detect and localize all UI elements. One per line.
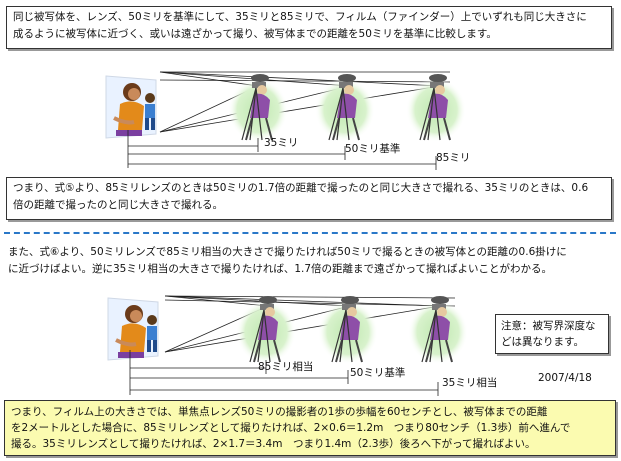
diagram-bottom: 85ミリ相当 50ミリ基準 35ミリ相当 — [106, 295, 497, 396]
label-50mm-base-2: 50ミリ基準 — [350, 366, 405, 379]
diagram-top: 35ミリ 50ミリ基準 85ミリ — [104, 71, 470, 170]
explanation-line-1: また、式⑥より、50ミリレンズで85ミリ相当の大きさで撮りたければ50ミリで撮る… — [8, 246, 567, 258]
note-line-2: どは異なります。 — [501, 336, 584, 348]
summary-text-box: つまり、フィルム上の大きさでは、単焦点レンズ50ミリの撮影者の1歩の歩幅を60セ… — [4, 400, 616, 456]
explanation-text: また、式⑥より、50ミリレンズで85ミリ相当の大きさで撮りたければ50ミリで撮る… — [8, 244, 614, 278]
intro-line-2: 成るように被写体に近づく、或いは遠ざかって撮り、被写体までの距離を50ミリを基準… — [13, 28, 497, 40]
subject-figure-icon — [104, 74, 158, 140]
label-50mm-base: 50ミリ基準 — [345, 142, 400, 155]
photographer-35eq-icon — [407, 295, 469, 365]
photographer-50base-icon — [317, 295, 379, 365]
distance-markers — [127, 130, 437, 170]
sight-lines-2 — [164, 295, 456, 353]
conclusion-line-1: つまり、式⑤より、85ミリレンズのときは50ミリの1.7倍の距離で撮ったのと同じ… — [13, 182, 589, 194]
photographer-85eq-icon — [235, 295, 297, 365]
label-85mm: 85ミリ — [436, 152, 470, 164]
photographer-85mm-icon — [405, 73, 467, 143]
label-85mm-equivalent: 85ミリ相当 — [258, 360, 313, 373]
note-box: 注意：被写界深度な どは異なります。 — [495, 314, 609, 354]
summary-line-3: 撮る。35ミリレンズとして撮りたければ、2×1.7＝3.4m つまり1.4m（2… — [11, 438, 536, 450]
explanation-line-2: に近づけばよい。逆に35ミリ相当の大きさで撮りたければ、1.7倍の距離まで遠ざか… — [8, 263, 553, 275]
summary-line-2: を2メートルとした場合に、85ミリレンズとして撮りたければ、2×0.6＝1.2m… — [11, 422, 571, 434]
sight-lines — [159, 71, 451, 133]
photographer-35mm-icon — [227, 73, 289, 143]
note-line-1: 注意：被写界深度な — [501, 320, 596, 332]
intro-text-box: 同じ被写体を、レンズ、50ミリを基準にして、35ミリと85ミリで、フィルム（ファ… — [6, 6, 612, 49]
distance-markers-2 — [129, 350, 439, 396]
conclusion-line-2: 倍の距離で撮ったのと同じ大きさで撮れる。 — [13, 199, 223, 211]
summary-line-1: つまり、フィルム上の大きさでは、単焦点レンズ50ミリの撮影者の1歩の歩幅を60セ… — [11, 406, 548, 418]
label-35mm-equivalent: 35ミリ相当 — [442, 376, 497, 389]
subject-figure-2-icon — [106, 296, 160, 362]
date-stamp: 2007/4/18 — [538, 372, 592, 384]
label-35mm: 35ミリ — [264, 137, 298, 149]
conclusion-text-box: つまり、式⑤より、85ミリレンズのときは50ミリの1.7倍の距離で撮ったのと同じ… — [6, 177, 612, 220]
intro-line-1: 同じ被写体を、レンズ、50ミリを基準にして、35ミリと85ミリで、フィルム（ファ… — [13, 11, 587, 23]
section-divider — [4, 232, 616, 234]
